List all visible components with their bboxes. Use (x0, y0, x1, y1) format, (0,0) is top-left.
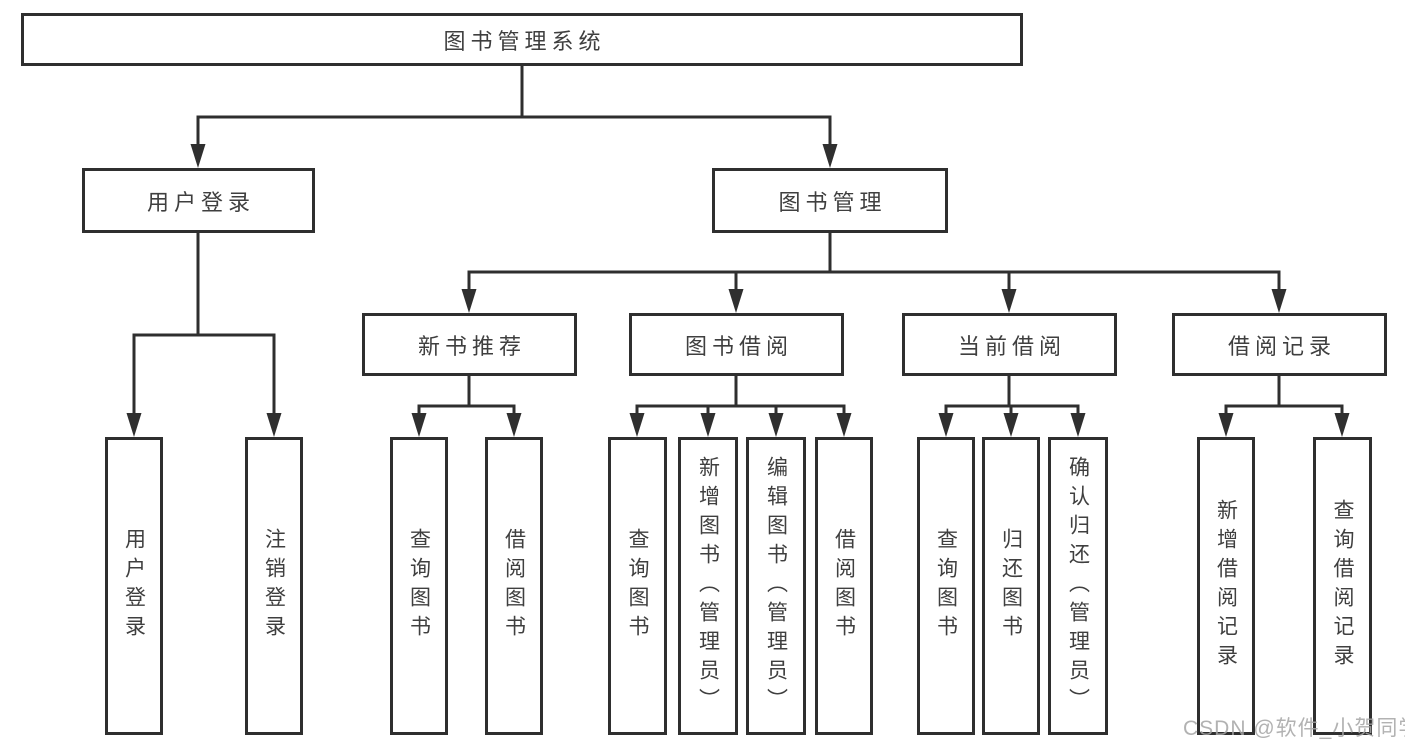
node-book-borrow: 图书借阅 (629, 313, 844, 376)
node-user-login: 用户登录 (82, 168, 315, 233)
leaf-query-book-borrow: 查询图书 (608, 437, 667, 735)
leaf-query-book-current: 查询图书 (917, 437, 975, 735)
leaf-user-login: 用户登录 (105, 437, 163, 735)
leaf-query-book-recommend: 查询图书 (390, 437, 448, 735)
arrowheads (126, 144, 1350, 437)
node-borrow-records: 借阅记录 (1172, 313, 1387, 376)
watermark: CSDN @软件_小贺同学 (1183, 717, 1405, 740)
leaf-query-borrow-record: 查询借阅记录 (1313, 437, 1372, 735)
leaf-borrow-book: 借阅图书 (815, 437, 873, 735)
leaf-add-borrow-record: 新增借阅记录 (1197, 437, 1255, 735)
leaf-return-book: 归还图书 (982, 437, 1040, 735)
leaf-confirm-return-admin: 确认归还（管理员） (1048, 437, 1108, 735)
leaf-borrow-book-recommend: 借阅图书 (485, 437, 543, 735)
node-new-book-recommend: 新书推荐 (362, 313, 577, 376)
node-root: 图书管理系统 (21, 13, 1023, 66)
node-book-management: 图书管理 (712, 168, 948, 233)
node-current-borrow: 当前借阅 (902, 313, 1117, 376)
leaf-logout: 注销登录 (245, 437, 303, 735)
leaf-edit-book-admin: 编辑图书（管理员） (746, 437, 806, 735)
leaf-add-book-admin: 新增图书（管理员） (678, 437, 738, 735)
